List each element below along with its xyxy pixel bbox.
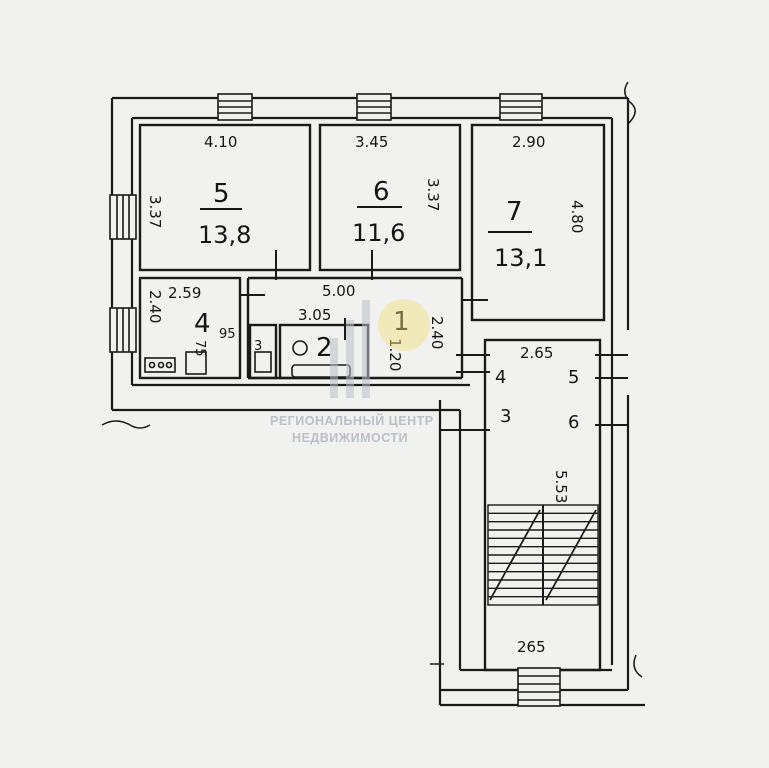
- room-7-number: 7: [506, 197, 523, 227]
- room-1-number: 1: [393, 307, 410, 337]
- room-2-depth: 1.20: [386, 338, 404, 371]
- window-room7: [499, 93, 543, 121]
- room-7-depth: 4.80: [568, 200, 586, 233]
- watermark: РЕГИОНАЛЬНЫЙ ЦЕНТР НЕДВИЖИМОСТИ: [270, 299, 434, 445]
- small-label-3: 3: [254, 339, 262, 354]
- room-5-labels: 4.10 3.37 5 13,8: [146, 133, 251, 249]
- room-6-area: 11,6: [352, 219, 405, 247]
- stair-hall-width-bottom: 265: [517, 638, 546, 656]
- room-6-depth: 3.37: [424, 178, 442, 211]
- room-2-width: 3.05: [298, 306, 331, 324]
- window-left-upper: [109, 194, 137, 240]
- partitions: [138, 123, 606, 672]
- landing-3: 3: [500, 406, 511, 427]
- room-1-width: 5.00: [322, 282, 355, 300]
- room-4-number: 4: [194, 309, 211, 339]
- watermark-line1: РЕГИОНАЛЬНЫЙ ЦЕНТР: [270, 413, 434, 428]
- room-6-number: 6: [373, 177, 390, 207]
- room-6-width: 3.45: [355, 133, 388, 151]
- room-1-depth: 2.40: [428, 316, 446, 349]
- room-2-number: 2: [316, 333, 333, 363]
- stair-hall-labels: 2.65 265 5.53 4 5 3 6: [495, 344, 579, 656]
- windows: [109, 93, 561, 707]
- watermark-line2: НЕДВИЖИМОСТИ: [292, 431, 408, 445]
- watermark-logo-bars-icon: [330, 300, 370, 398]
- room-5-area: 13,8: [198, 221, 251, 249]
- window-left-lower: [109, 307, 137, 353]
- room-6-labels: 3.45 3.37 6 11,6: [352, 133, 442, 247]
- stove-icon: [144, 357, 176, 373]
- staircase: [487, 504, 599, 606]
- stair-hall-length: 5.53: [552, 470, 570, 503]
- room-5-number: 5: [213, 179, 230, 209]
- room-4-depth: 2.40: [146, 290, 164, 323]
- small-label-95: 95: [219, 327, 236, 342]
- toilet-icon: [254, 351, 272, 373]
- landing-4: 4: [495, 367, 506, 388]
- break-marks: [101, 81, 643, 678]
- bathtub-icon: [291, 364, 351, 378]
- corridor-labels: 5.00 1 2.40 3.05 2 1.20 3: [254, 282, 446, 371]
- room-7-width: 2.90: [512, 133, 545, 151]
- window-room5: [217, 93, 253, 121]
- landing-6: 6: [568, 412, 579, 433]
- room-5-width: 4.10: [204, 133, 237, 151]
- room-7-area: 13,1: [494, 244, 547, 272]
- window-stair: [517, 667, 561, 707]
- room-5-depth: 3.37: [146, 195, 164, 228]
- sink-icon: [185, 351, 207, 375]
- room-4-width: 2.59: [168, 284, 201, 302]
- room-7-labels: 2.90 4.80 7 13,1: [488, 133, 586, 272]
- washbasin-icon: [292, 340, 308, 356]
- small-label-75: 75: [192, 340, 207, 357]
- watermark-logo-icon: [378, 299, 430, 351]
- stair-hall-width-top: 2.65: [520, 344, 553, 362]
- landing-5: 5: [568, 367, 579, 388]
- door-marks: [240, 250, 628, 431]
- window-room6: [356, 93, 392, 121]
- room-4-labels: 2.59 2.40 4 75 95: [146, 284, 236, 357]
